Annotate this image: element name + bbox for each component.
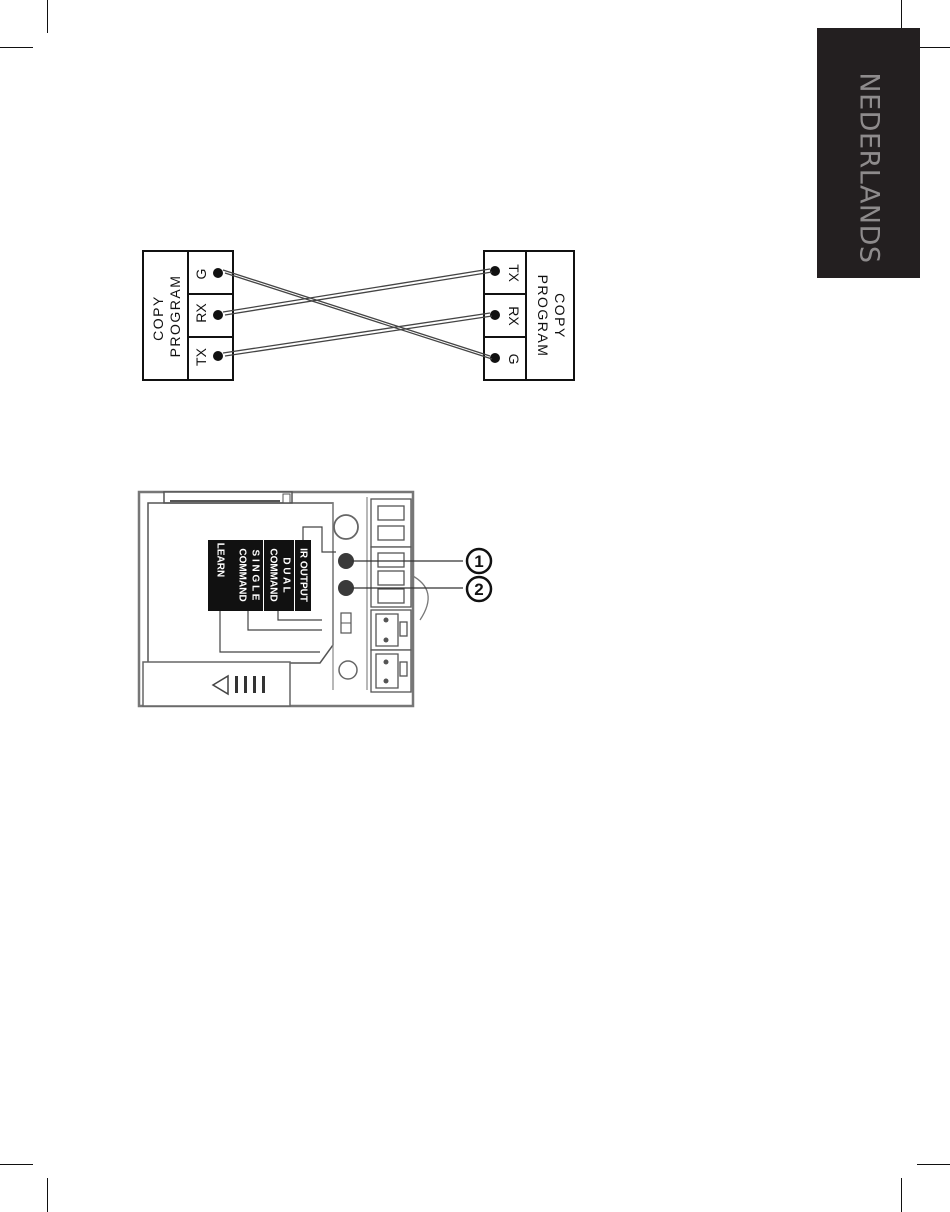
dual-label: D U A L bbox=[280, 557, 291, 592]
screw-terminal-1 bbox=[371, 610, 411, 650]
callout-2-number: 2 bbox=[474, 580, 483, 599]
callout-1-number: 1 bbox=[474, 552, 483, 571]
screw-terminal-2 bbox=[371, 650, 411, 692]
single-command-label: COMMAND bbox=[236, 548, 247, 601]
bottom-slot bbox=[143, 662, 290, 706]
ir-output-label: IR OUTPUT bbox=[297, 548, 308, 602]
bottom-knob bbox=[339, 661, 357, 679]
single-label: S I N G L E bbox=[249, 550, 260, 601]
top-connector bbox=[371, 499, 411, 547]
led-1 bbox=[338, 553, 354, 569]
middle-connector bbox=[371, 547, 411, 607]
top-knob bbox=[334, 515, 358, 539]
dual-command-label: COMMAND bbox=[267, 548, 278, 601]
led-2 bbox=[338, 580, 354, 596]
learn-label: LEARN bbox=[214, 543, 225, 577]
